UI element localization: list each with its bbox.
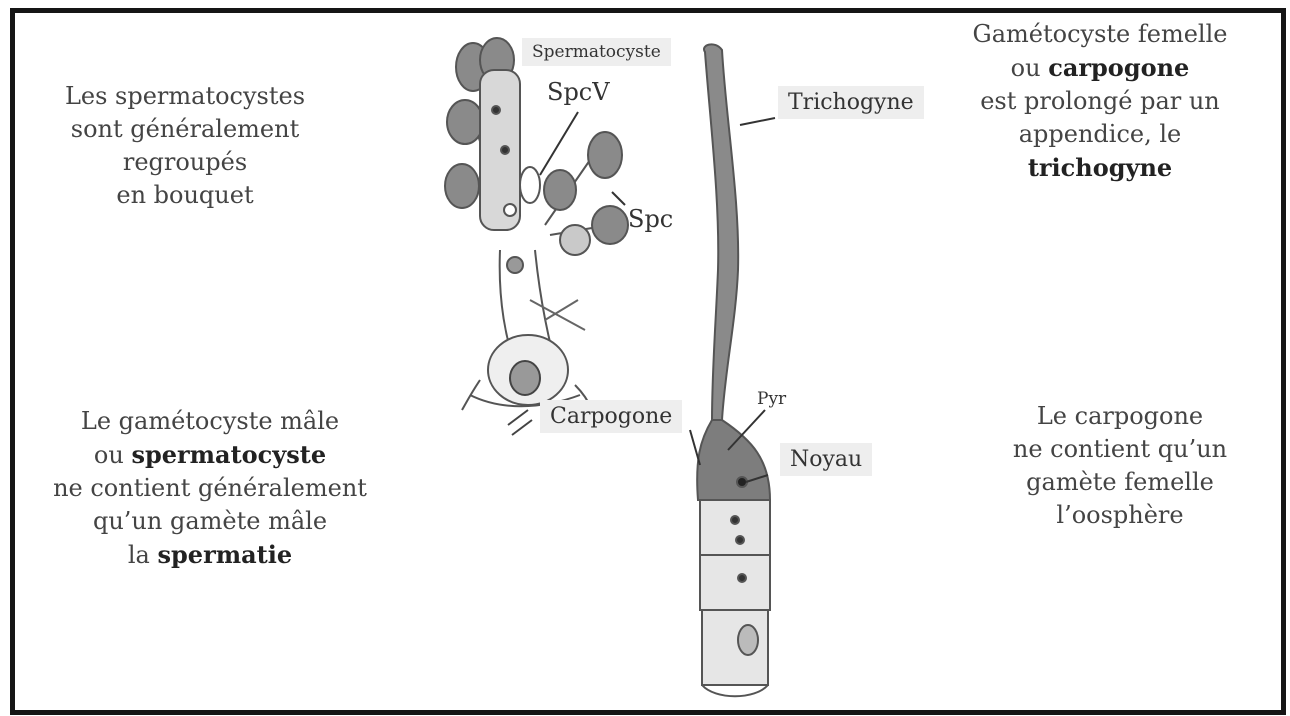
label-spcv: SpcV — [547, 78, 610, 106]
note-spermatocyst-bouquet: Les spermatocystes sont généralement reg… — [40, 80, 330, 212]
note-carpogone-definition: Gamétocyste femelle ou carpogone est pro… — [940, 18, 1260, 185]
label-trichogyne: Trichogyne — [778, 86, 924, 119]
spermatocyst-clusters — [445, 38, 628, 273]
label-carpogone: Carpogone — [540, 400, 682, 433]
label-noyau: Noyau — [780, 443, 872, 476]
note-carpogone-oosphere: Le carpogone ne contient qu’un gamète fe… — [990, 400, 1250, 532]
female-branch — [697, 44, 770, 696]
note-male-gametocyst: Le gamétocyste mâle ou spermatocyste ne … — [30, 405, 390, 572]
label-spermatocyste: Spermatocyste — [522, 38, 671, 66]
label-spc: Spc — [628, 205, 673, 233]
label-pyr: Pyr — [757, 389, 786, 409]
